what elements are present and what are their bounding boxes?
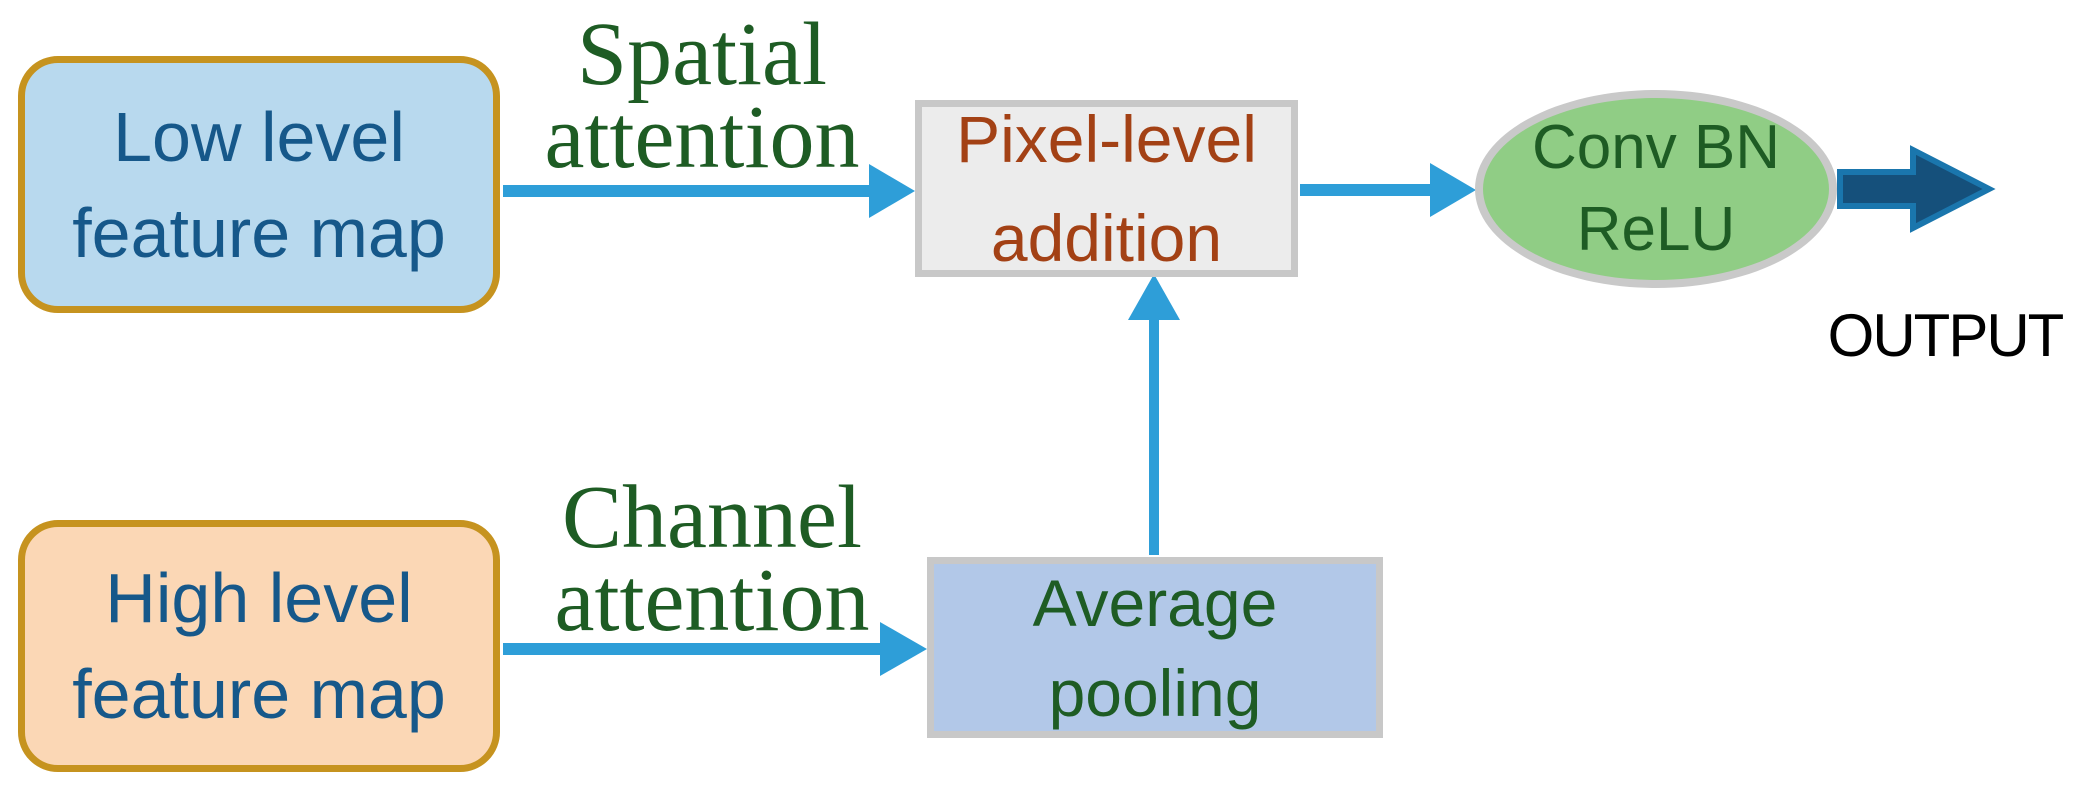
low-level-feature-map-node: Low level feature map bbox=[18, 56, 500, 313]
node-label-line: feature map bbox=[72, 193, 446, 272]
spatial-attention-label: Spatial attention bbox=[492, 5, 912, 187]
output-label: OUTPUT bbox=[1827, 302, 2065, 369]
edge-label-line: attention bbox=[544, 88, 860, 187]
edge-label-line: attention bbox=[554, 551, 870, 650]
pixel-level-addition-node: Pixel-level addition bbox=[915, 100, 1298, 277]
node-label-line: addition bbox=[990, 200, 1223, 275]
node-label-line: ReLU bbox=[1576, 195, 1736, 264]
conv-bn-relu-node: Conv BN ReLU bbox=[1475, 90, 1837, 288]
spatial-attention-arrow bbox=[503, 164, 915, 218]
channel-attention-arrow bbox=[503, 622, 927, 676]
node-label-line: Conv BN bbox=[1531, 113, 1781, 182]
pooling-to-addition-arrow bbox=[1128, 274, 1180, 555]
addition-to-conv-arrow bbox=[1300, 163, 1476, 217]
high-level-feature-map-node: High level feature map bbox=[18, 520, 500, 772]
node-label-line: Pixel-level bbox=[956, 101, 1257, 176]
node-label-line: Low level bbox=[113, 97, 405, 176]
average-pooling-node: Average pooling bbox=[927, 557, 1383, 738]
channel-attention-label: Channel attention bbox=[502, 468, 922, 650]
node-label-line: feature map bbox=[72, 655, 446, 733]
node-label-line: pooling bbox=[1048, 655, 1262, 730]
node-label-line: Average bbox=[1032, 565, 1278, 640]
edge-label-line: Spatial bbox=[577, 5, 827, 104]
output-arrow bbox=[1837, 145, 1996, 233]
edge-label-line: Channel bbox=[562, 468, 862, 567]
node-label-line: High level bbox=[105, 559, 413, 637]
